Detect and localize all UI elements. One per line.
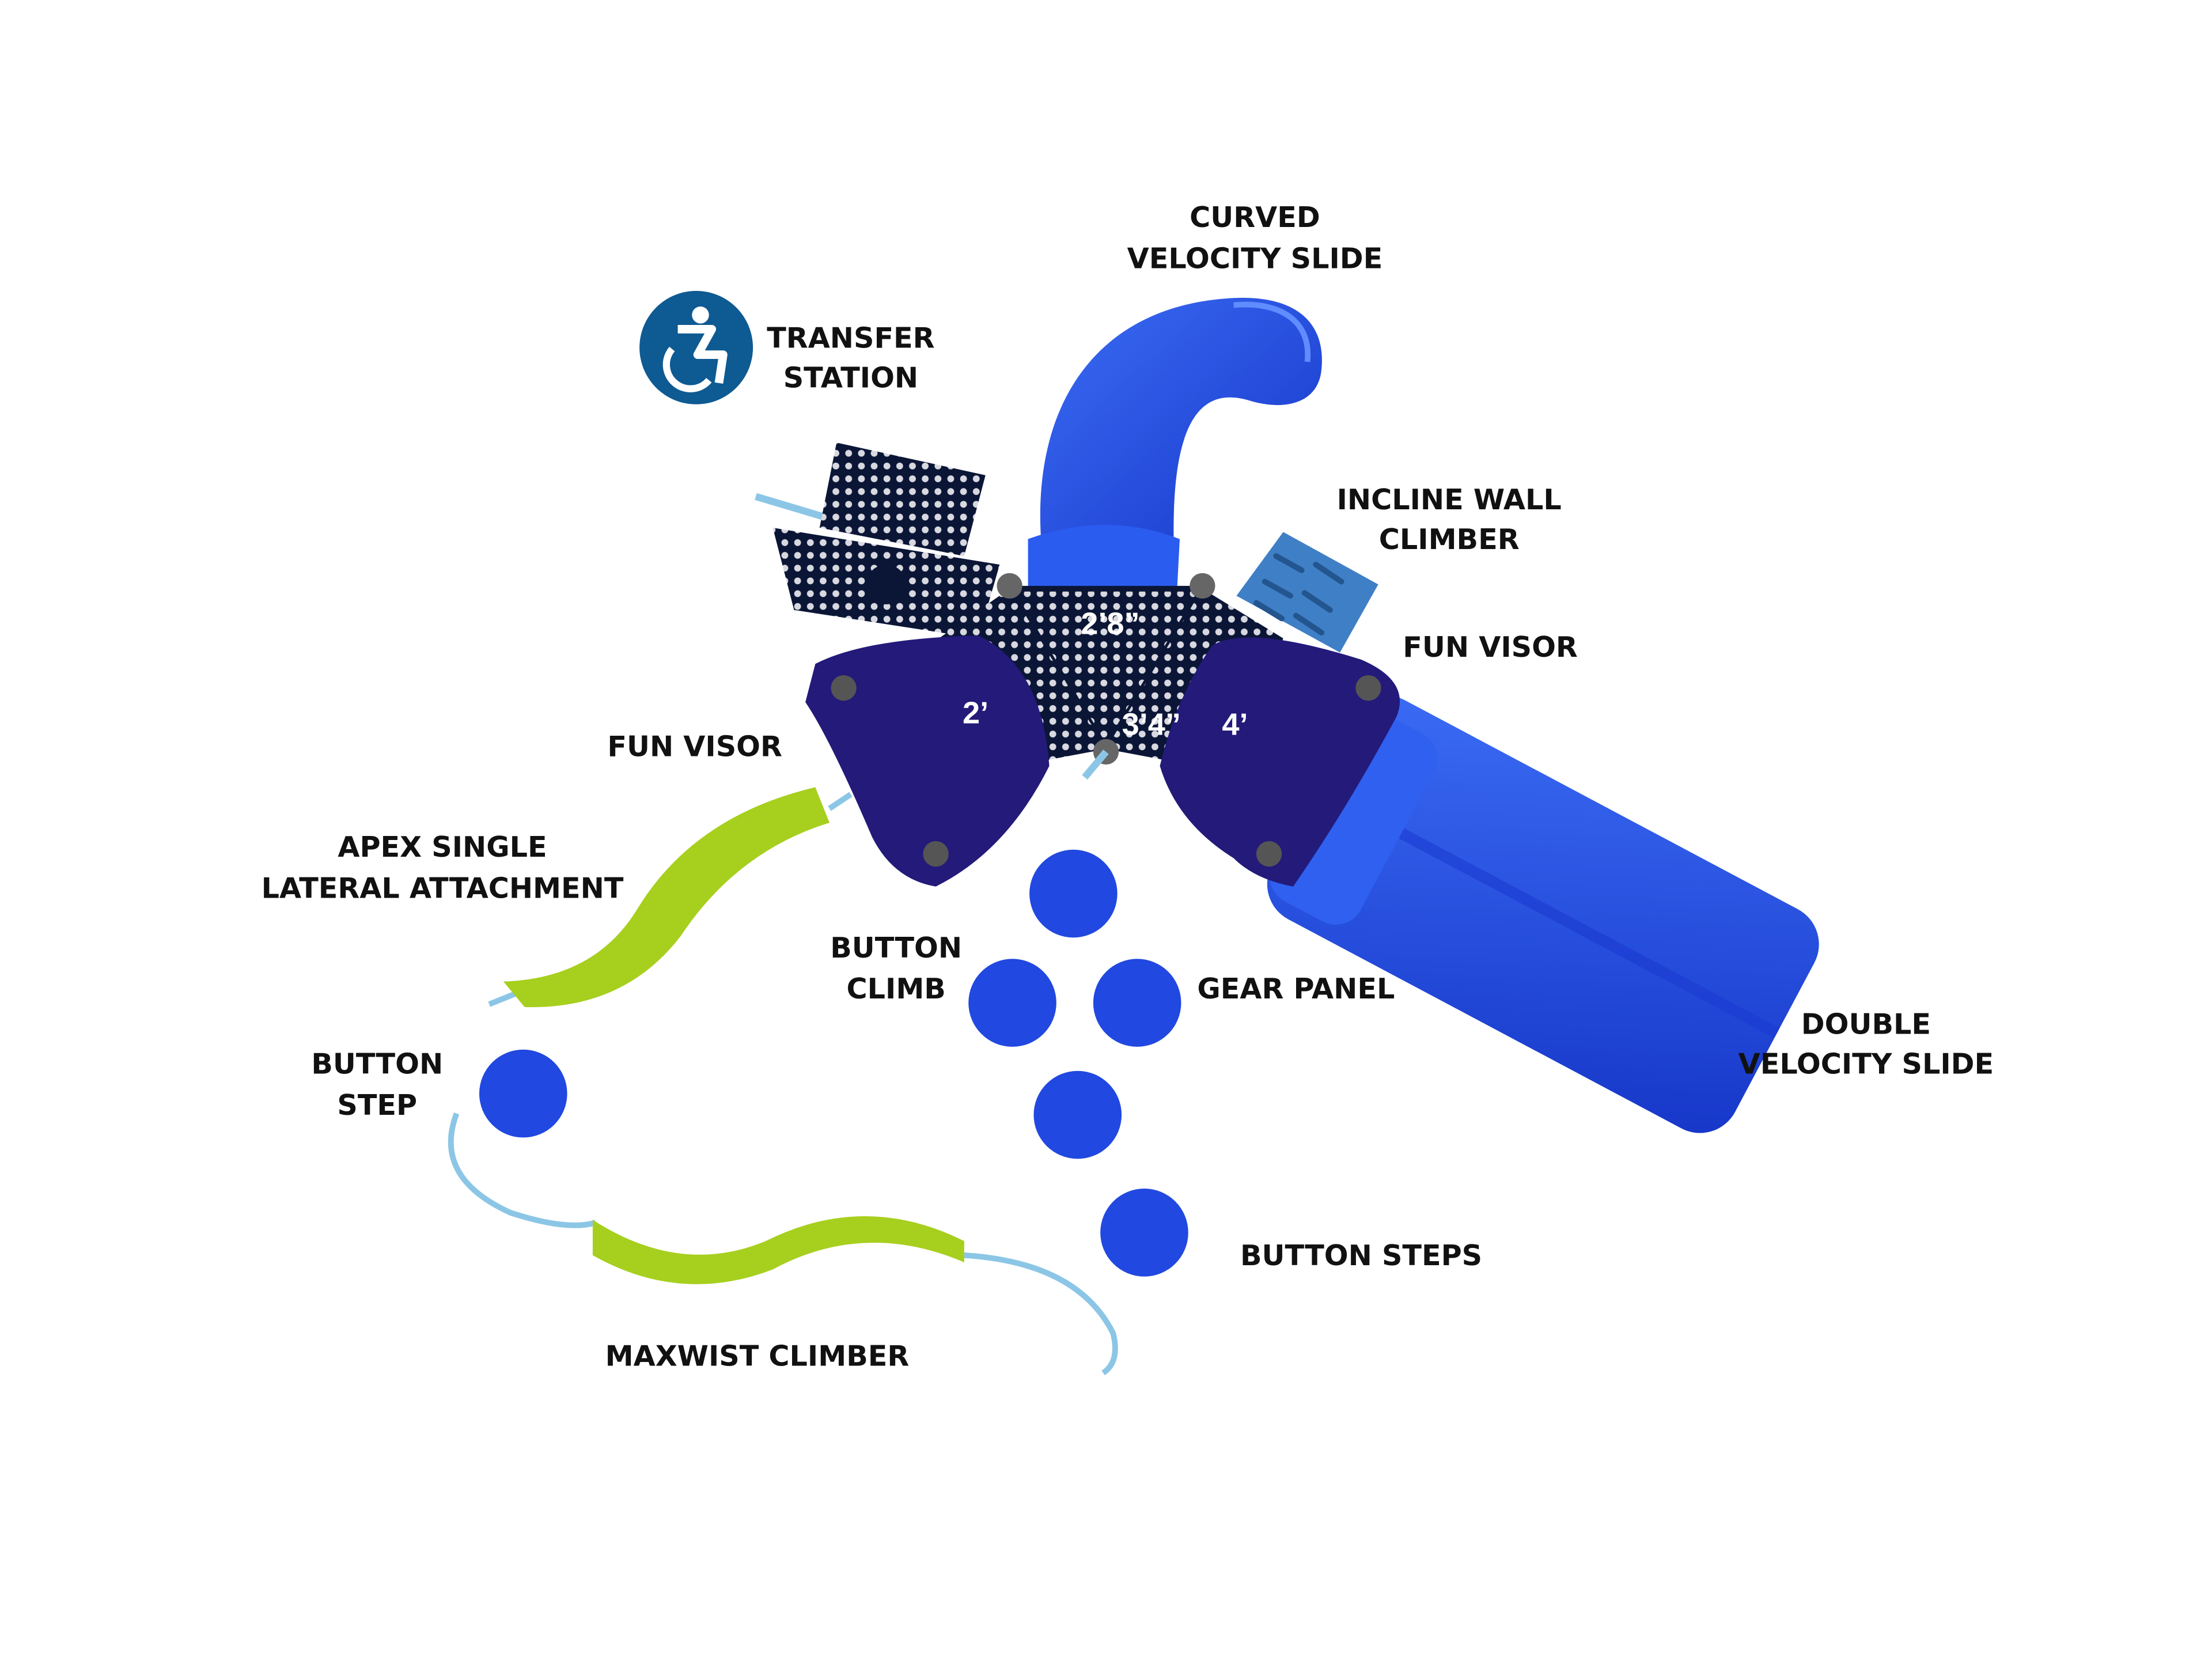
label-gear-panel: GEAR PANEL <box>1197 972 1395 1005</box>
label-button-climb: BUTTON CLIMB <box>830 931 962 1005</box>
transfer-station <box>755 442 1000 638</box>
label-fun-visor-right: FUN VISOR <box>1403 630 1578 664</box>
svg-text:STEP: STEP <box>337 1088 417 1122</box>
label-maxwist-climber: MAXWIST CLIMBER <box>605 1340 910 1373</box>
deck-height-right: 4’ <box>1222 707 1248 741</box>
visor-bolts <box>831 675 1381 867</box>
svg-text:STATION: STATION <box>783 361 918 394</box>
svg-text:BUTTON: BUTTON <box>311 1047 443 1081</box>
label-button-step: BUTTON STEP <box>311 1047 443 1122</box>
button-steps <box>1100 1189 1188 1277</box>
svg-text:CLIMBER: CLIMBER <box>1379 523 1520 556</box>
deck-height-center: 3’4” <box>1122 707 1181 741</box>
label-fun-visor-left: FUN VISOR <box>607 729 782 763</box>
svg-text:LATERAL ATTACHMENT: LATERAL ATTACHMENT <box>262 871 624 905</box>
double-velocity-slide <box>1267 695 1819 1133</box>
curved-velocity-slide <box>1028 297 1322 601</box>
fun-visor-left <box>805 635 1050 887</box>
label-apex-single-lateral-attachment: APEX SINGLE LATERAL ATTACHMENT <box>262 830 624 905</box>
label-curved-velocity-slide: CURVED VELOCITY SLIDE <box>1127 200 1383 275</box>
fun-visor-right <box>1160 637 1400 887</box>
svg-text:TRANSFER: TRANSFER <box>767 321 934 354</box>
svg-text:BUTTON: BUTTON <box>830 931 962 964</box>
label-incline-wall-climber: INCLINE WALL CLIMBER <box>1337 483 1562 556</box>
apex-single-lateral-attachment <box>488 787 853 1008</box>
svg-text:CURVED: CURVED <box>1190 200 1320 234</box>
svg-text:DOUBLE: DOUBLE <box>1801 1008 1931 1041</box>
label-double-velocity-slide: DOUBLE VELOCITY SLIDE <box>1738 1008 1994 1081</box>
svg-text:APEX SINGLE: APEX SINGLE <box>338 830 547 864</box>
button-step <box>479 1049 567 1138</box>
svg-text:VELOCITY SLIDE: VELOCITY SLIDE <box>1738 1047 1994 1081</box>
incline-wall-climber <box>1236 532 1378 653</box>
deck-height-top: 2’8” <box>1081 607 1139 641</box>
maxwist-climber <box>448 1112 1118 1376</box>
label-button-steps: BUTTON STEPS <box>1240 1239 1482 1272</box>
svg-text:CLIMB: CLIMB <box>847 972 946 1005</box>
svg-text:INCLINE WALL: INCLINE WALL <box>1337 483 1562 516</box>
wheelchair-accessibility-icon <box>639 290 753 404</box>
button-climb <box>968 849 1181 1159</box>
label-transfer-station: TRANSFER STATION <box>767 321 934 394</box>
svg-text:VELOCITY SLIDE: VELOCITY SLIDE <box>1127 241 1383 275</box>
deck-height-left: 2’ <box>963 696 988 731</box>
